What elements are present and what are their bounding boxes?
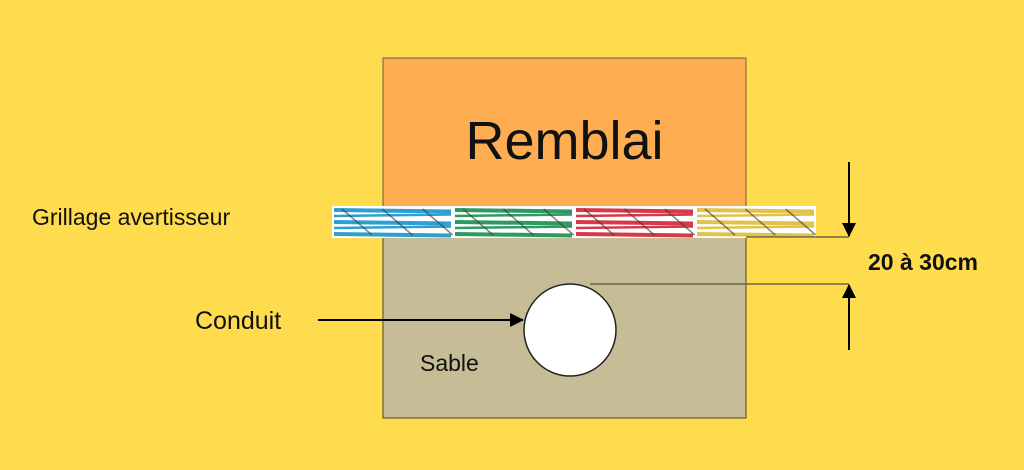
mesh-strand: [696, 225, 815, 230]
conduit-pipe: [523, 283, 617, 377]
conduit-label: Conduit: [195, 307, 282, 335]
mesh-tie: [502, 208, 534, 236]
mesh-strand: [454, 208, 573, 214]
mesh-tie: [704, 208, 736, 236]
mesh-strand: [333, 208, 452, 214]
mesh-tie: [422, 208, 454, 236]
mesh-tie: [785, 208, 817, 236]
mesh-strand: [454, 225, 573, 230]
warning-mesh-label: Grillage avertisseur: [32, 204, 231, 230]
mesh-tie: [341, 208, 373, 236]
depth-dimension-label: 20 à 30cm: [868, 249, 978, 275]
mesh-strand: [696, 232, 815, 238]
mesh-strand: [333, 225, 452, 230]
mesh-strand: [575, 208, 694, 214]
mesh-strand: [696, 220, 815, 226]
backfill-layer: [382, 57, 747, 215]
sand-label: Sable: [420, 350, 479, 376]
mesh-tie: [381, 208, 413, 236]
mesh-strand: [696, 213, 815, 218]
mesh-strand: [575, 213, 694, 218]
mesh-strand: [696, 208, 815, 214]
mesh-tie: [462, 208, 494, 236]
mesh-tie: [623, 208, 655, 236]
warning-mesh: [332, 206, 817, 238]
mesh-tie: [744, 208, 776, 236]
mesh-tie: [583, 208, 615, 236]
mesh-strand: [333, 220, 452, 226]
backfill-label: Remblai: [465, 111, 664, 171]
mesh-strand: [333, 232, 452, 238]
mesh-strand: [454, 213, 573, 218]
mesh-strand: [575, 232, 694, 238]
mesh-strand: [454, 220, 573, 226]
mesh-tie: [664, 208, 696, 236]
mesh-tie: [543, 208, 575, 236]
mesh-strand: [575, 225, 694, 230]
mesh-strand: [333, 213, 452, 218]
mesh-strand: [454, 232, 573, 238]
mesh-strand: [575, 220, 694, 226]
